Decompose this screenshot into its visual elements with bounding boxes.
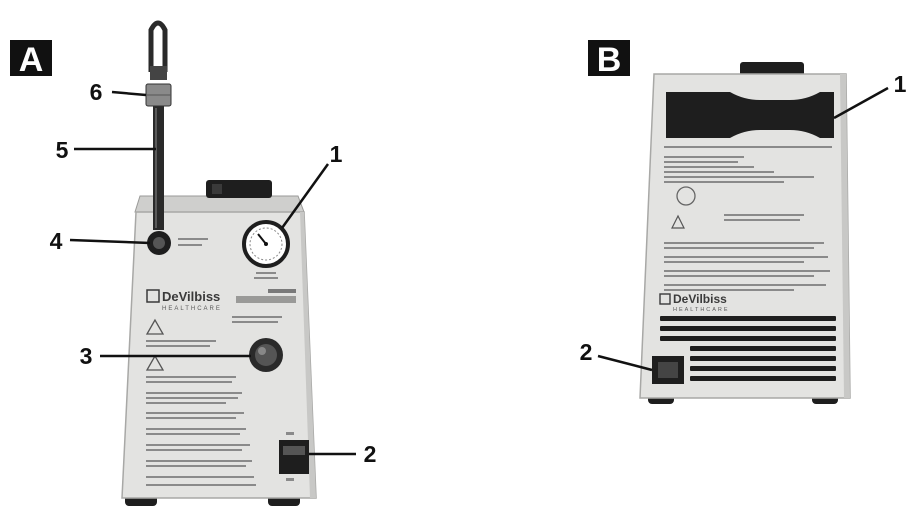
rear-brand-logo-icon (659, 293, 671, 305)
gauge-needle (257, 233, 267, 245)
gauge-ticks (249, 227, 283, 261)
callout-a-6: 6 (90, 79, 103, 105)
panel-a-badge-bg (10, 40, 52, 76)
switch-label-top (286, 432, 294, 435)
front-brand-logo-icon (146, 289, 160, 303)
front-carry-handle (206, 180, 272, 198)
callout-a-1: 1 (330, 141, 343, 167)
callout-b-2: 2 (580, 339, 593, 365)
power-inlet (652, 356, 684, 384)
panel-b-letter: B (597, 41, 622, 79)
panel-a-letter: A (19, 41, 44, 79)
leaders-b (597, 86, 889, 372)
panel-b: B (580, 40, 907, 404)
leader-b-2 (597, 354, 653, 372)
tube-hook (148, 20, 168, 72)
front-label-text (146, 316, 282, 486)
rear-vent-slots (660, 316, 836, 381)
rear-brand-sub: HEALTHCARE (673, 307, 730, 313)
gauge-label-line-2 (254, 277, 278, 279)
knob-highlight (258, 347, 266, 355)
front-brand-name: DeVilbiss (162, 289, 220, 304)
gauge-pivot (264, 242, 268, 246)
warning-icon-1 (145, 318, 165, 335)
rear-label-cutout (666, 92, 834, 138)
outlet-label-line-1 (178, 238, 208, 240)
outlet-tube (153, 106, 164, 230)
warning-icon-2 (145, 354, 165, 371)
gauge-label-line-1 (256, 272, 276, 274)
rear-label-text (664, 146, 832, 291)
rear-warning-icon (671, 214, 685, 229)
callout-a-5: 5 (56, 137, 69, 163)
regulator-knob (249, 338, 283, 372)
leader-a-4 (69, 238, 151, 245)
panel-a-badge: A (10, 40, 52, 79)
front-handle-detail (212, 184, 222, 194)
certification-mark-icon (676, 186, 696, 206)
leader-a-6 (111, 90, 147, 97)
rear-body-edge-shade (840, 74, 850, 398)
front-brand: DeVilbiss HEALTHCARE (146, 289, 296, 312)
callout-a-3: 3 (80, 343, 93, 369)
rear-brand-name: DeVilbiss (673, 292, 727, 306)
switch-label-bottom (286, 478, 294, 481)
front-body-edge-shade (300, 212, 316, 498)
front-brand-sub: HEALTHCARE (162, 306, 222, 312)
front-model-number (268, 289, 296, 293)
panel-b-badge-bg (588, 40, 630, 76)
rear-brand: DeVilbiss HEALTHCARE (659, 292, 730, 313)
inlet-socket (658, 362, 678, 378)
callout-b-1: 1 (894, 71, 907, 97)
upper-fitting (150, 66, 167, 80)
callout-a-2: 2 (364, 441, 377, 467)
leaders-a (69, 90, 356, 456)
switch-housing (279, 440, 309, 474)
leader-a-1 (280, 163, 330, 229)
power-switch (279, 432, 309, 481)
front-model-strip (236, 296, 296, 303)
leader-b-1 (833, 86, 889, 120)
callout-a-4: 4 (50, 228, 63, 254)
outlet-connector-center (153, 237, 165, 249)
panel-b-badge: B (588, 40, 630, 79)
pressure-gauge (242, 220, 290, 279)
switch-rocker (283, 446, 305, 455)
rear-carry-handle (740, 62, 804, 76)
outlet-label-line-2 (178, 244, 202, 246)
knob-inner (255, 344, 277, 366)
panel-a: A (10, 20, 377, 506)
